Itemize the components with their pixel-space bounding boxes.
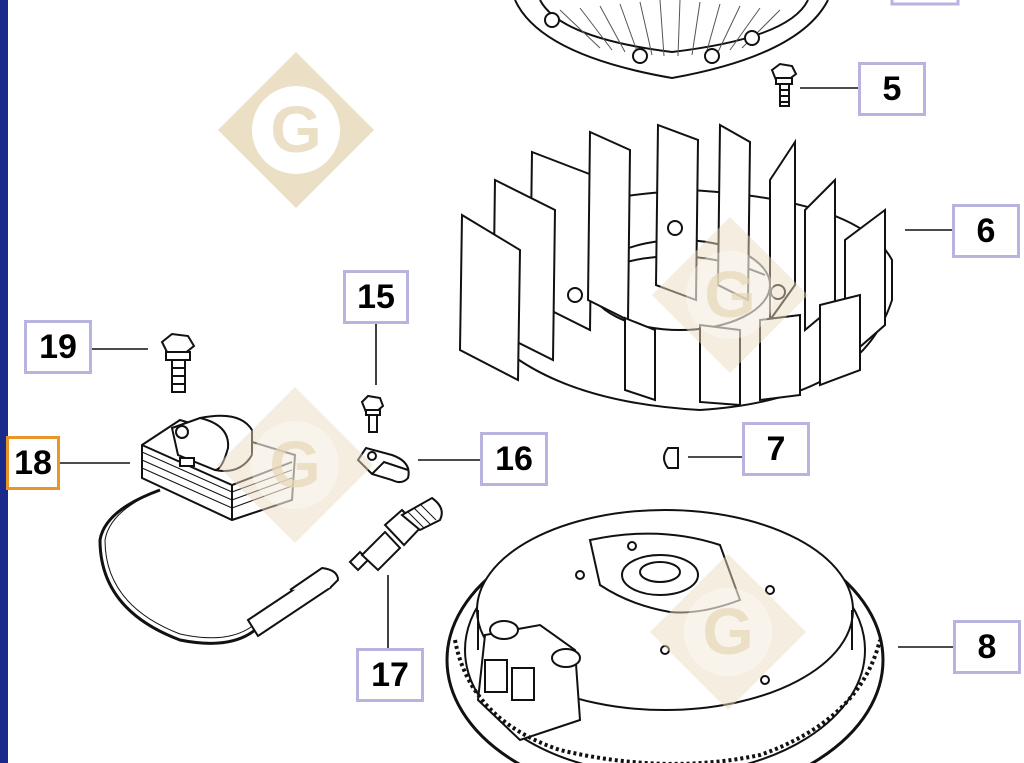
- backplate-disc: [514, 0, 829, 80]
- spark-plug-17-shape: [348, 496, 443, 572]
- callout-18-label: 18: [14, 444, 52, 482]
- watermark-letter-4: G: [702, 594, 753, 668]
- cooling-fan-shape: [458, 123, 893, 412]
- screw-15-shape: [360, 394, 385, 433]
- callout-6[interactable]: 6: [952, 204, 1020, 258]
- callout-15[interactable]: 15: [343, 270, 409, 324]
- callout-16[interactable]: 16: [480, 432, 548, 486]
- callout-8-label: 8: [977, 628, 997, 666]
- callout-6-label: 6: [976, 212, 996, 250]
- leader-lines: [60, 87, 953, 648]
- watermark-letter-3: G: [269, 427, 320, 501]
- flywheel-shape: [445, 509, 885, 763]
- callout-19[interactable]: 19: [24, 320, 92, 374]
- watermark-letter-2: G: [704, 257, 755, 331]
- screw-5-shape: [770, 62, 798, 107]
- callout-17-label: 17: [371, 656, 409, 694]
- frame-left-border: [0, 0, 8, 763]
- bolt-19-shape: [160, 332, 196, 393]
- callout-15-label: 15: [357, 278, 395, 316]
- callout-18[interactable]: 18: [6, 436, 60, 490]
- callout-7-label: 7: [766, 430, 786, 468]
- watermark-letter-1: G: [270, 92, 321, 166]
- callout-5[interactable]: 5: [858, 62, 926, 116]
- callout-7[interactable]: 7: [742, 422, 810, 476]
- callout-19-label: 19: [39, 328, 77, 366]
- callout-16-label: 16: [495, 440, 533, 478]
- callout-8[interactable]: 8: [953, 620, 1021, 674]
- callout-5-label: 5: [882, 70, 902, 108]
- watermark-logos: G G G G: [217, 52, 808, 710]
- clamp-16-shape: [356, 446, 410, 484]
- callout-17[interactable]: 17: [356, 648, 424, 702]
- key-7-shape: [663, 447, 679, 469]
- ignition-coil-shape: [98, 414, 340, 645]
